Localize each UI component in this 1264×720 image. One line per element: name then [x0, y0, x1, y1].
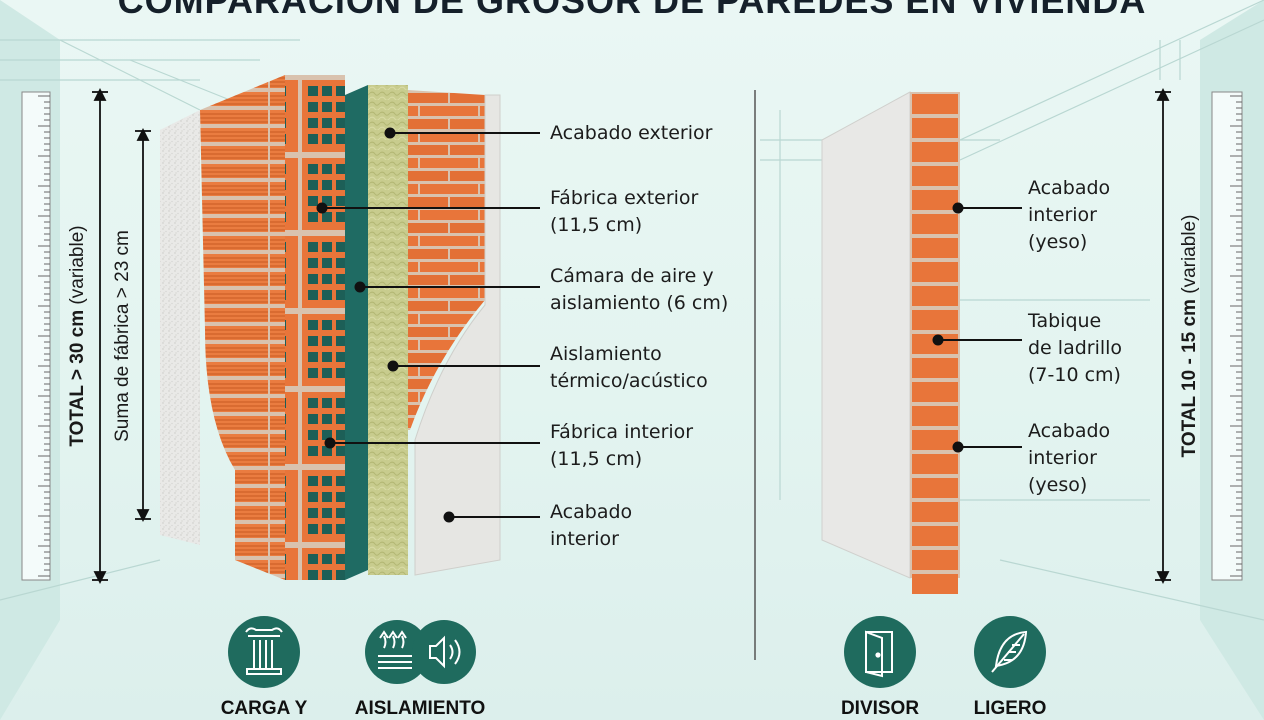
right-wall-illustration: [821, 87, 1243, 594]
left-rulers: [21, 87, 151, 585]
badge-caption-ligero: LIGERO: [973, 698, 1047, 719]
label-fabrica-exterior: Fábrica exterior(11,5 cm): [550, 187, 699, 236]
right-total-label: TOTAL 10 - 15 cm (variable): [1179, 214, 1200, 458]
label-acabado-exterior: Acabado exterior: [550, 122, 713, 144]
page-title: COMPARACIÓN DE GROSOR DE PAREDES EN VIVI…: [117, 0, 1147, 21]
badge-caption-divisor: DIVISOR: [840, 698, 920, 719]
left-total-label: TOTAL > 30 cm (variable): [67, 225, 88, 447]
label-fabrica-interior: Fábrica interior(11,5 cm): [550, 421, 694, 470]
left-wall-illustration: [160, 75, 540, 580]
fabric-sum-label: Suma de fábrica > 23 cm: [112, 230, 133, 442]
badge-caption-aislamiento: AISLAMIENTO: [354, 698, 486, 719]
badge-caption-carga: CARGA Y: [220, 698, 308, 719]
